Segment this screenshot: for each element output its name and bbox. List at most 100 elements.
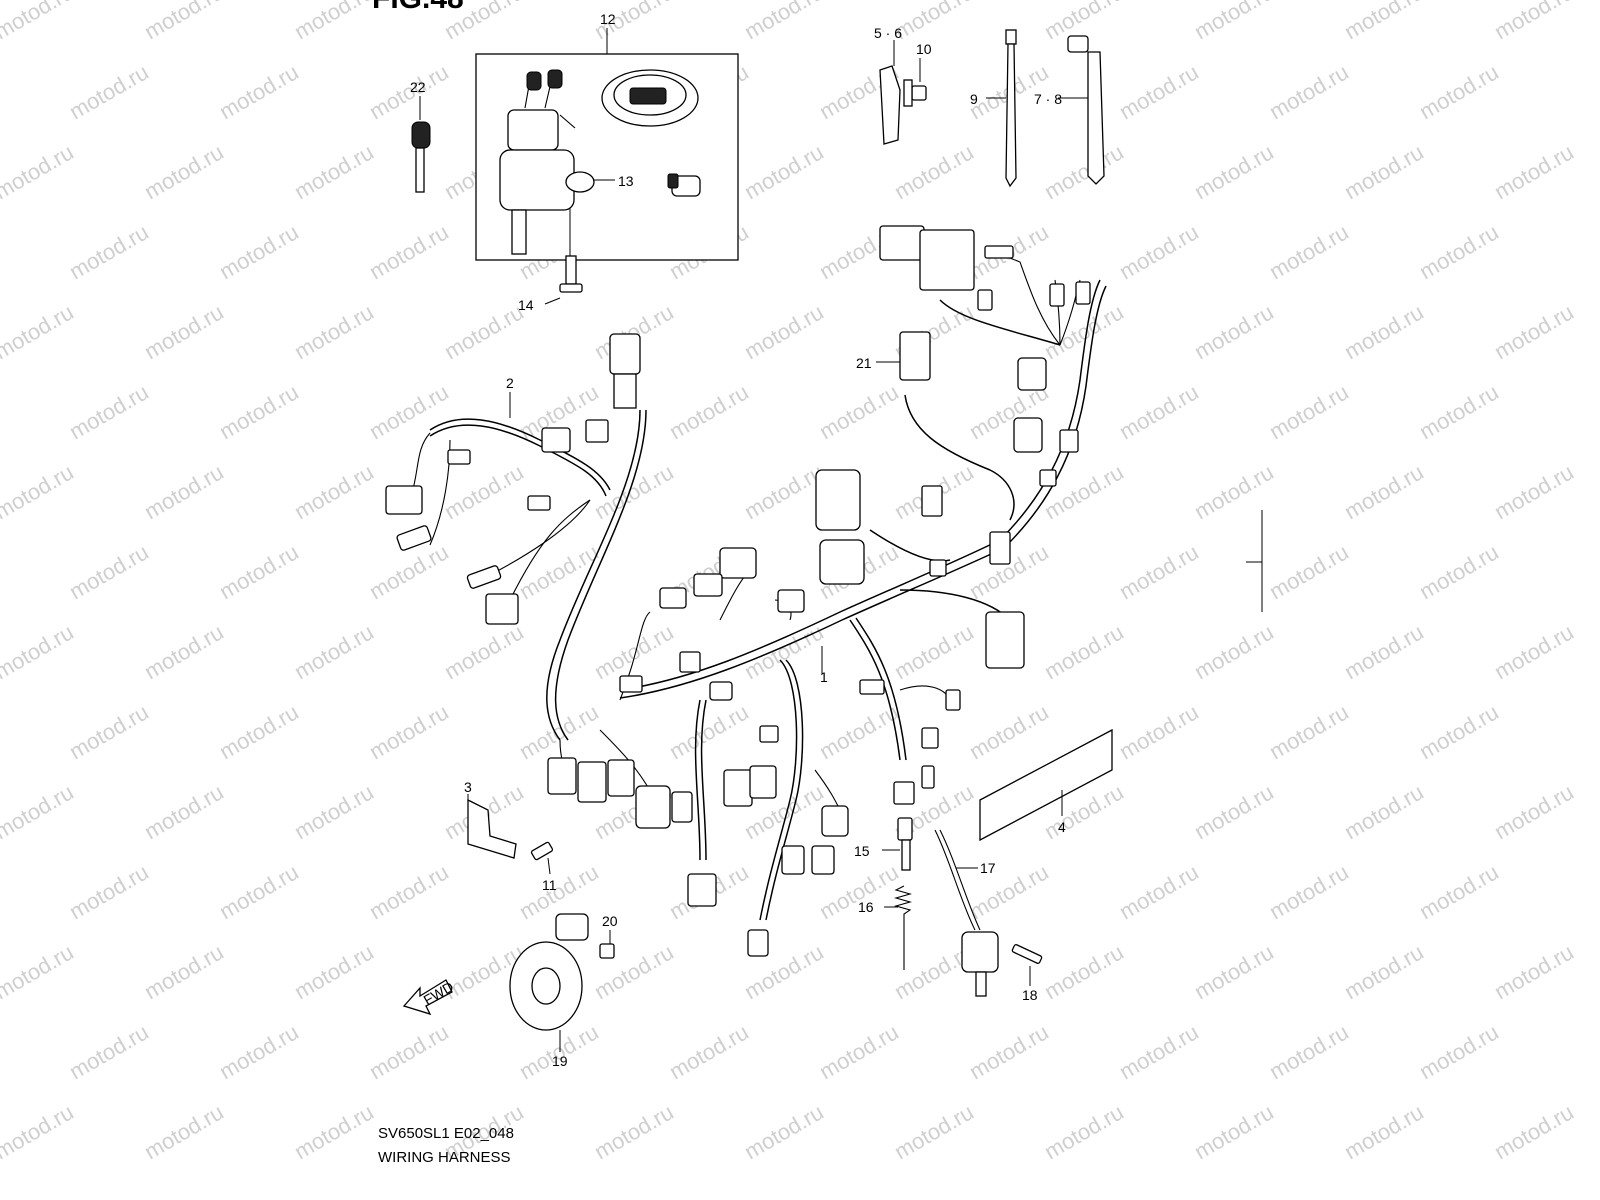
watermark-text: motod.ru: [65, 699, 153, 764]
watermark-text: motod.ru: [0, 139, 78, 204]
figure-title: FIG.48: [372, 0, 464, 15]
watermark-text: motod.ru: [440, 619, 528, 684]
watermark-text: motod.ru: [65, 859, 153, 924]
watermark-text: motod.ru: [365, 1019, 453, 1084]
watermark-text: motod.ru: [1115, 699, 1203, 764]
watermark-text: motod.ru: [1190, 619, 1278, 684]
watermark-text: motod.ru: [1265, 219, 1353, 284]
watermark-text: motod.ru: [140, 459, 228, 524]
watermark-text: motod.ru: [815, 379, 903, 444]
watermark-text: motod.ru: [1415, 219, 1503, 284]
watermark-text: motod.ru: [1340, 1099, 1428, 1164]
watermark-text: motod.ru: [140, 1099, 228, 1164]
callout-19: 19: [552, 1053, 568, 1069]
watermark-text: motod.ru: [215, 699, 303, 764]
watermark-text: motod.ru: [1190, 779, 1278, 844]
fwd-arrow: FWD: [402, 978, 456, 1016]
watermark-text: motod.ru: [140, 939, 228, 1004]
callout-20: 20: [602, 913, 618, 929]
bolt-part-10: [903, 58, 927, 107]
diagram-code: SV650SL1 E02_048: [378, 1125, 514, 1142]
watermark-text: motod.ru: [815, 699, 903, 764]
watermark-text: motod.ru: [1265, 59, 1353, 124]
callout-18: 18: [1022, 987, 1038, 1003]
watermark-text: motod.ru: [365, 699, 453, 764]
watermark-text: motod.ru: [290, 139, 378, 204]
callout-9: 9: [970, 91, 978, 107]
watermark-text: motod.ru: [65, 539, 153, 604]
callout-11: 11: [542, 877, 557, 893]
watermark-text: motod.ru: [1490, 459, 1578, 524]
watermark-text: motod.ru: [665, 379, 753, 444]
watermark-text: motod.ru: [1490, 299, 1578, 364]
watermark-text: motod.ru: [290, 459, 378, 524]
watermark-text: motod.ru: [1265, 1019, 1353, 1084]
watermark-text: motod.ru: [1340, 939, 1428, 1004]
watermark-text: motod.ru: [515, 699, 603, 764]
watermark-text: motod.ru: [1490, 619, 1578, 684]
watermark-text: motod.ru: [1115, 379, 1203, 444]
watermark-text: motod.ru: [215, 1019, 303, 1084]
watermark-text: motod.ru: [1265, 379, 1353, 444]
watermark-text: motod.ru: [1415, 859, 1503, 924]
watermark-text: motod.ru: [590, 1099, 678, 1164]
watermark-text: motod.ru: [1115, 539, 1203, 604]
watermark-text: motod.ru: [140, 299, 228, 364]
watermark-text: motod.ru: [1190, 139, 1278, 204]
callout-1: 1: [820, 669, 828, 685]
watermark-text: motod.ru: [0, 779, 78, 844]
key-part-22: [411, 96, 431, 193]
callout-labels: 1 2 3 4 5 · 6 7 · 8 9 10 11 12 13 14 15 …: [410, 11, 1066, 1069]
watermark-text: motod.ru: [1040, 459, 1128, 524]
watermark-text: motod.ru: [1340, 299, 1428, 364]
watermark-text: motod.ru: [1190, 299, 1278, 364]
callout-22: 22: [410, 79, 426, 95]
watermark-text: motod.ru: [1040, 619, 1128, 684]
watermark-text: motod.ru: [1190, 0, 1278, 44]
watermark-text: motod.ru: [140, 779, 228, 844]
callout-3: 3: [464, 779, 472, 795]
watermark-text: motod.ru: [365, 219, 453, 284]
switch-part-17: [956, 867, 999, 997]
watermark-text: motod.ru: [1490, 0, 1578, 44]
bracket-part-3: [467, 794, 517, 859]
watermark-text: motod.ru: [290, 779, 378, 844]
watermark-text: motod.ru: [0, 1099, 78, 1164]
watermark-text: motod.ru: [740, 139, 828, 204]
watermark-text: motod.ru: [290, 299, 378, 364]
watermark-text: motod.ru: [65, 379, 153, 444]
watermark-text: motod.ru: [365, 59, 453, 124]
callout-10: 10: [916, 41, 932, 57]
watermark-text: motod.ru: [1040, 939, 1128, 1004]
watermark-text: motod.ru: [890, 139, 978, 204]
watermark-text: motod.ru: [65, 59, 153, 124]
watermark-text: motod.ru: [65, 1019, 153, 1084]
watermark-text: motod.ru: [1415, 59, 1503, 124]
label-plate-part-4: [979, 728, 1113, 842]
watermark-text: motod.ru: [1115, 859, 1203, 924]
screw-part-14: [544, 255, 583, 305]
watermark-text: motod.ru: [740, 0, 828, 44]
bolt-part-11: [530, 841, 554, 875]
watermark-text: motod.ru: [1115, 1019, 1203, 1084]
watermark-text: motod.ru: [1340, 619, 1428, 684]
bolt-part-20: [599, 930, 615, 959]
watermark-text: motod.ru: [965, 699, 1053, 764]
watermark-text: motod.ru: [1115, 59, 1203, 124]
callout-13: 13: [618, 173, 634, 189]
watermark-text: motod.ru: [0, 619, 78, 684]
watermark-text: motod.ru: [1490, 1099, 1578, 1164]
callout-14: 14: [518, 297, 534, 313]
watermark-text: motod.ru: [290, 619, 378, 684]
callout-16: 16: [858, 899, 874, 915]
callout-15: 15: [854, 843, 870, 859]
watermark-text: motod.ru: [1415, 699, 1503, 764]
watermark-text: motod.ru: [1490, 139, 1578, 204]
cable-tie-part-7-8: [1058, 35, 1105, 185]
watermark-text: motod.ru: [440, 459, 528, 524]
watermark-text: motod.ru: [1040, 139, 1128, 204]
watermark-text: motod.ru: [1340, 459, 1428, 524]
watermark-text: motod.ru: [215, 379, 303, 444]
watermark-text: motod.ru: [290, 0, 378, 44]
